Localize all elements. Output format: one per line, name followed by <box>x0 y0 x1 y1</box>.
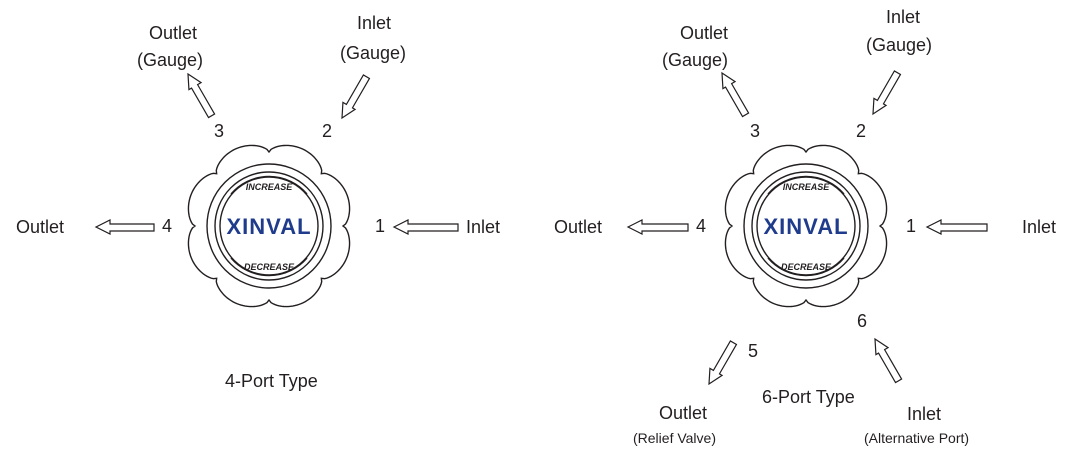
port-3-arrow-icon <box>187 72 216 119</box>
port-2-arrow-icon <box>872 70 902 116</box>
knob-outer-ring <box>187 144 351 308</box>
port-3-label-line2: (Gauge) <box>137 50 203 70</box>
dial-decrease-text: DECREASE <box>781 262 832 272</box>
port-4-arrow-icon <box>626 219 689 235</box>
dial-decrease-text: DECREASE <box>244 262 295 272</box>
port-3-number: 3 <box>750 121 760 141</box>
knob-inner-rim <box>214 171 324 281</box>
port-6-number: 6 <box>857 311 867 331</box>
port-5-arrow-icon <box>708 340 738 386</box>
port-6-arrow-icon <box>874 337 903 384</box>
port-1-arrow-icon <box>392 219 459 235</box>
port-2-arrow-icon <box>341 74 371 120</box>
port-6-label-line2: (Alternative Port) <box>864 430 969 446</box>
port-3-label-line1: Outlet <box>680 23 728 43</box>
port-4-number: 4 <box>696 216 706 236</box>
knob-inner-rim <box>751 171 861 281</box>
knob-rim <box>743 163 869 289</box>
port-3-arrow-icon <box>721 71 750 118</box>
port-5-label-line1: Outlet <box>659 403 707 423</box>
caption-4-port: 4-Port Type <box>225 371 318 391</box>
port-3-label-line1: Outlet <box>149 23 197 43</box>
port-4-label: Outlet <box>16 217 64 237</box>
decrease-arc <box>767 257 845 277</box>
port-1-arrow-icon <box>925 219 988 235</box>
decrease-arc <box>230 257 308 277</box>
port-1-number: 1 <box>375 216 385 236</box>
port-2-number: 2 <box>322 121 332 141</box>
dial-increase-text: INCREASE <box>783 182 831 192</box>
regulator-4-port: INCREASE DECREASE XINVAL 1 Inlet 4 Outle… <box>16 13 500 391</box>
port-2-label-line1: Inlet <box>886 7 920 27</box>
knob-6-port: INCREASE DECREASE XINVAL <box>724 144 888 308</box>
increase-arc <box>230 175 308 195</box>
regulator-6-port: INCREASE DECREASE XINVAL 1 Inlet 4 Outle… <box>554 7 1056 446</box>
port-6-label-line1: Inlet <box>907 404 941 424</box>
brand-logo: XINVAL <box>763 214 848 239</box>
port-4-arrow-icon <box>94 219 155 235</box>
increase-arc <box>767 175 845 195</box>
brand-logo: XINVAL <box>226 214 311 239</box>
port-2-label-line2: (Gauge) <box>866 35 932 55</box>
knob-rim <box>206 163 332 289</box>
port-4-label: Outlet <box>554 217 602 237</box>
port-5-number: 5 <box>748 341 758 361</box>
port-2-number: 2 <box>856 121 866 141</box>
port-1-label: Inlet <box>1022 217 1056 237</box>
port-2-label-line2: (Gauge) <box>340 43 406 63</box>
port-3-number: 3 <box>214 121 224 141</box>
port-1-number: 1 <box>906 216 916 236</box>
dial-increase-text: INCREASE <box>246 182 294 192</box>
knob-outer-ring <box>724 144 888 308</box>
port-1-label: Inlet <box>466 217 500 237</box>
port-2-label-line1: Inlet <box>357 13 391 33</box>
caption-6-port: 6-Port Type <box>762 387 855 407</box>
port-4-number: 4 <box>162 216 172 236</box>
port-3-label-line2: (Gauge) <box>662 50 728 70</box>
port-5-label-line2: (Relief Valve) <box>633 430 716 446</box>
knob-4-port: INCREASE DECREASE XINVAL <box>187 144 351 308</box>
